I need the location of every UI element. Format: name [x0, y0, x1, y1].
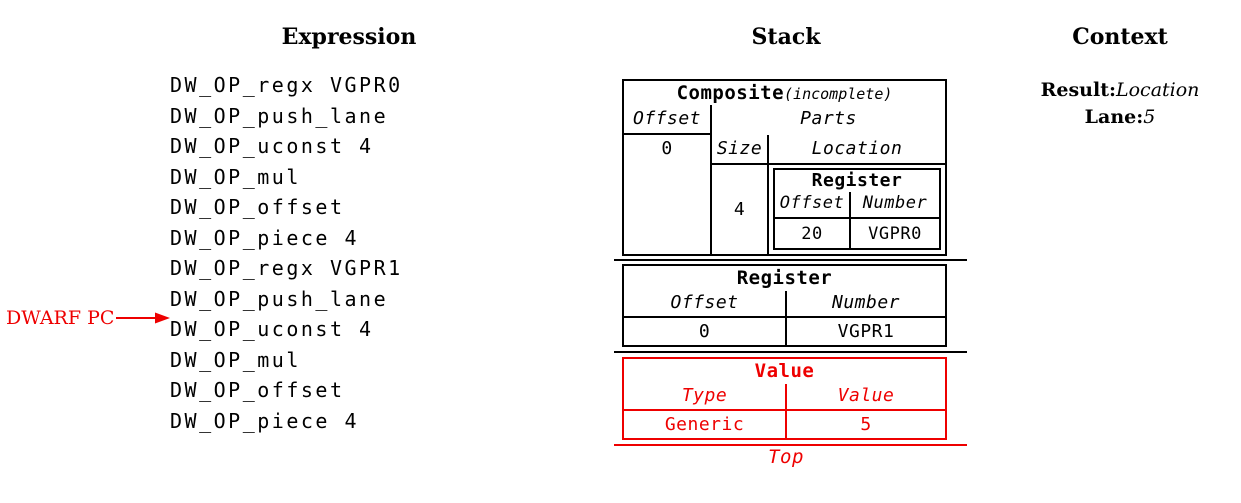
- register-offset-value: 0: [698, 321, 711, 342]
- nested-register-number-column: Number VGPR0: [849, 192, 939, 248]
- nested-register-location: Register Offset 20 Number VGPR0: [773, 168, 941, 250]
- context-lane-label: Lane:: [1084, 106, 1144, 128]
- value-type-value: Generic: [664, 414, 745, 435]
- context-lane-value: 5: [1143, 106, 1156, 128]
- expression-op: DW_OP_offset: [170, 195, 345, 219]
- stack-entry-composite: Composite(incomplete) Offset 0 Parts Siz…: [622, 79, 947, 256]
- stack-entry-register: Register Offset 0 Number VGPR1: [622, 264, 947, 347]
- dwarf-pc-label: DWARF PC: [6, 307, 115, 329]
- composite-incomplete-qualifier: (incomplete): [784, 85, 893, 103]
- composite-size-column: Size 4: [712, 135, 767, 254]
- expression-op-list: DW_OP_regx VGPR0 DW_OP_push_lane DW_OP_u…: [170, 70, 403, 436]
- nested-register-offset-value: 20: [801, 223, 823, 244]
- composite-part-row: Size 4 Location Register Offset 20: [712, 135, 945, 254]
- expression-op: DW_OP_uconst 4: [170, 134, 374, 158]
- nested-register-number-header: Number: [851, 192, 939, 219]
- expression-op: DW_OP_mul: [170, 164, 301, 189]
- context-column-header: Context: [1072, 24, 1168, 50]
- nested-register-number-value: VGPR0: [868, 223, 922, 244]
- register-body: Offset 0 Number VGPR1: [624, 291, 945, 345]
- composite-body: Offset 0 Parts Size 4 Location Register: [624, 105, 945, 254]
- arrow-right-icon: [116, 311, 171, 325]
- register-number-column: Number VGPR1: [785, 291, 945, 345]
- composite-offset-value: 0: [661, 138, 673, 159]
- nested-register-offset-column: Offset 20: [775, 192, 849, 248]
- context-lane-line: Lane:5: [1085, 105, 1156, 129]
- stack-top-divider: [614, 444, 967, 446]
- value-type-column: Type Generic: [624, 384, 785, 438]
- composite-part-size-value: 4: [733, 199, 746, 220]
- context-result-line: Result:Location: [1041, 78, 1200, 102]
- composite-location-header: Location: [769, 135, 945, 165]
- composite-offset-header: Offset: [624, 105, 710, 135]
- stack-entry-value: Value Type Generic Value 5: [622, 357, 947, 440]
- composite-title-text: Composite: [676, 82, 785, 104]
- register-number-value: VGPR1: [837, 321, 895, 342]
- expression-op: DW_OP_piece 4: [170, 408, 360, 433]
- value-value-value: 5: [860, 414, 872, 435]
- value-type-header: Type: [624, 384, 785, 411]
- composite-parts-header: Parts: [800, 108, 857, 129]
- value-value-column: Value 5: [785, 384, 945, 438]
- register-title: Register: [736, 267, 833, 289]
- context-result-value: Location: [1115, 79, 1200, 101]
- nested-register-offset-header: Offset: [775, 192, 849, 219]
- register-offset-header: Offset: [624, 291, 785, 318]
- expression-op: DW_OP_regx VGPR1: [170, 256, 403, 280]
- composite-title: Composite(incomplete): [624, 81, 945, 105]
- expression-op: DW_OP_uconst 4: [170, 317, 374, 341]
- composite-offset-column: Offset 0: [624, 105, 710, 254]
- context-result-label: Result:: [1040, 79, 1116, 101]
- expression-op: DW_OP_push_lane: [170, 103, 389, 128]
- value-body: Type Generic Value 5: [624, 384, 945, 438]
- value-value-header: Value: [787, 384, 945, 411]
- stack-slot-divider: [614, 351, 967, 353]
- expression-op: DW_OP_regx VGPR0: [170, 73, 403, 97]
- expression-op: DW_OP_offset: [170, 378, 345, 402]
- expression-column-header: Expression: [281, 24, 417, 50]
- composite-parts-column: Parts Size 4 Location Register Offset: [710, 105, 945, 254]
- stack-top-label: Top: [768, 446, 804, 468]
- nested-register-body: Offset 20 Number VGPR0: [775, 192, 939, 248]
- expression-op: DW_OP_piece 4: [170, 225, 360, 250]
- value-title: Value: [754, 360, 815, 382]
- composite-location-column: Location Register Offset 20 Number: [767, 135, 945, 254]
- register-number-header: Number: [787, 291, 945, 318]
- stack-slot-divider: [614, 259, 967, 261]
- composite-size-header: Size: [712, 135, 767, 165]
- nested-register-title: Register: [811, 170, 903, 191]
- expression-op: DW_OP_push_lane: [170, 286, 389, 311]
- stack-column-header: Stack: [751, 24, 821, 50]
- register-offset-column: Offset 0: [624, 291, 785, 345]
- dwarf-pc-pointer: DWARF PC: [6, 306, 171, 330]
- expression-op: DW_OP_mul: [170, 347, 301, 372]
